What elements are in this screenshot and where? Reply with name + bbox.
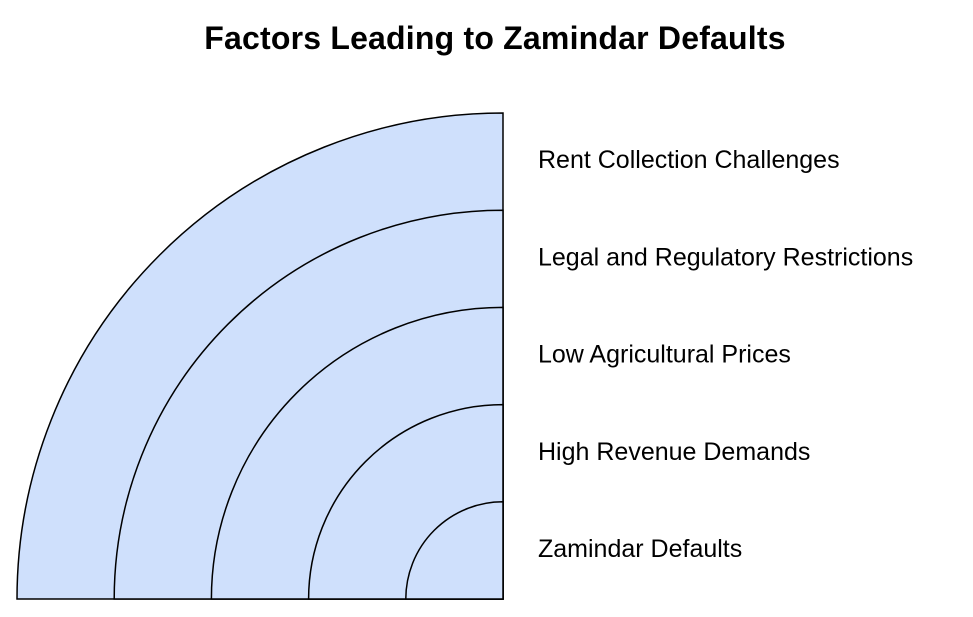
layer-label-5: Zamindar Defaults — [538, 535, 742, 563]
layer-label-2: Legal and Regulatory Restrictions — [538, 243, 913, 271]
layer-label-1: Rent Collection Challenges — [538, 146, 840, 174]
layer-label-4: High Revenue Demands — [538, 438, 810, 466]
arc-layers — [16, 112, 504, 600]
layer-label-3: Low Agricultural Prices — [538, 341, 791, 369]
diagram-title: Factors Leading to Zamindar Defaults — [204, 20, 786, 56]
arc-layer-5 — [405, 501, 504, 600]
